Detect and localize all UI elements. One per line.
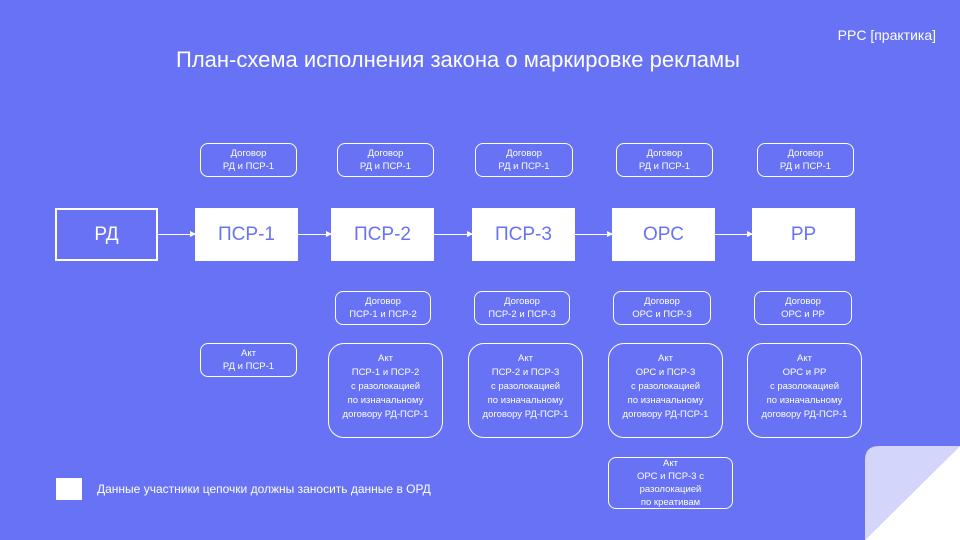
page-title: План-схема исполнения закона о маркировк… bbox=[176, 47, 740, 72]
node-rr: РР bbox=[752, 208, 855, 261]
node-psr2: ПСР-2 bbox=[331, 208, 434, 261]
arrow bbox=[715, 231, 753, 237]
arrow bbox=[158, 231, 196, 237]
node-psr3: ПСР-3 bbox=[472, 208, 575, 261]
legend-swatch bbox=[56, 478, 82, 500]
brand-label: PPC [практика] bbox=[837, 27, 936, 43]
node-ors: ОРС bbox=[612, 208, 715, 261]
node-psr1: ПСР-1 bbox=[195, 208, 298, 261]
node-rd: РД bbox=[55, 208, 158, 261]
arrow bbox=[298, 231, 332, 237]
arrow bbox=[575, 231, 613, 237]
page-fold-decoration bbox=[865, 446, 960, 540]
arrow bbox=[434, 231, 473, 237]
legend-text: Данные участники цепочки должны заносить… bbox=[97, 482, 431, 496]
